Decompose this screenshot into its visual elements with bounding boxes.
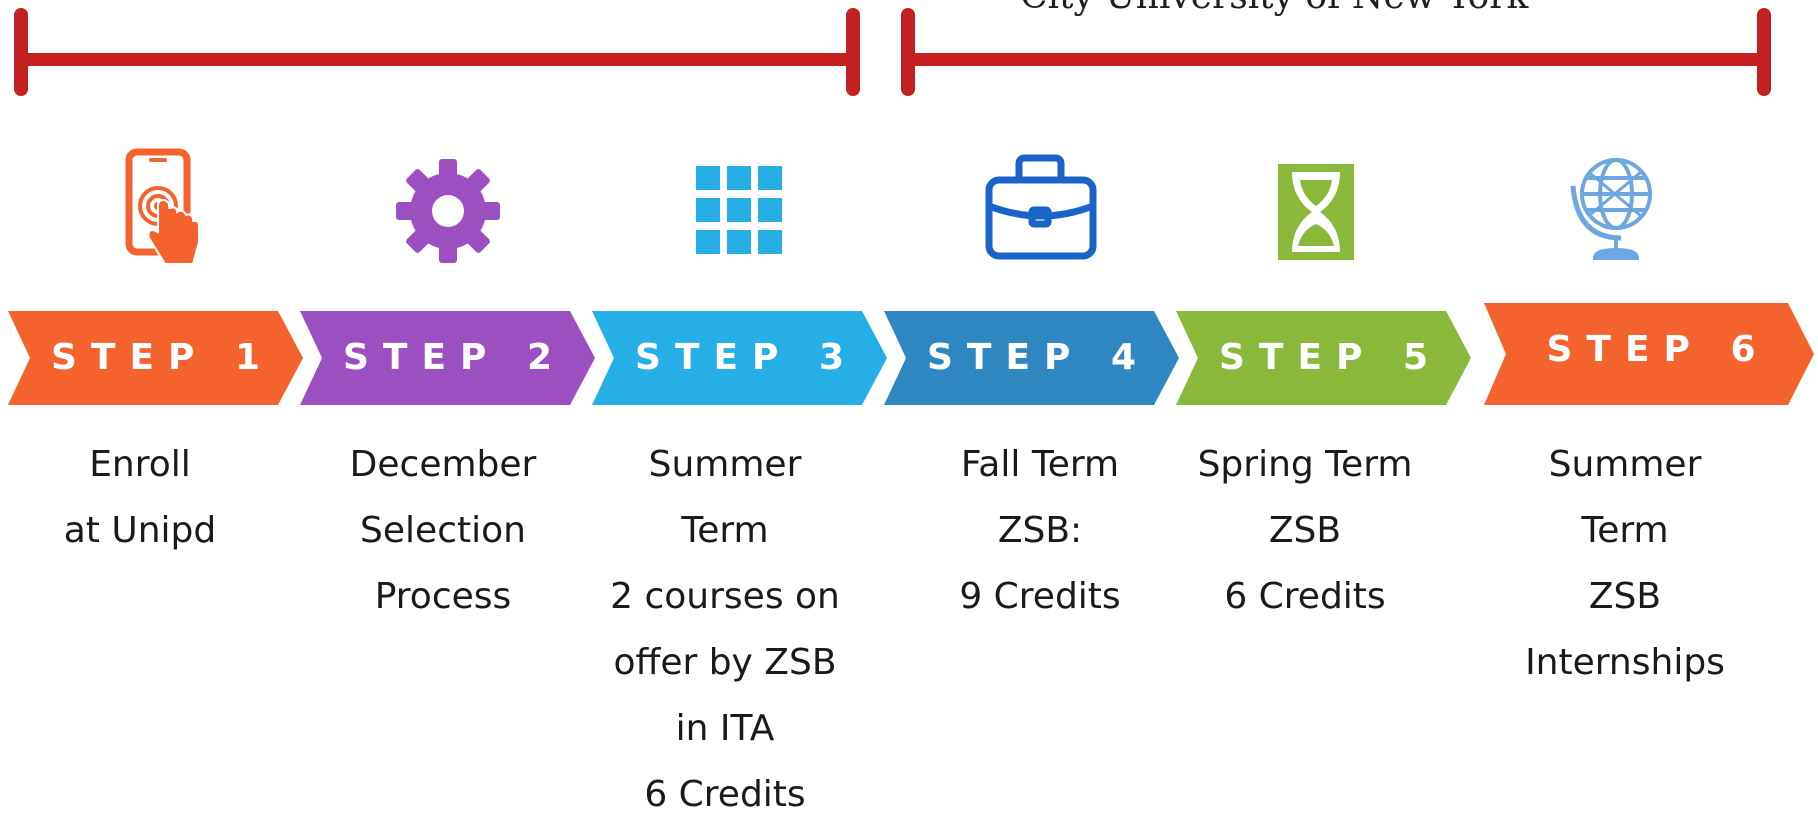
right-bracket (901, 8, 1771, 96)
step-2-line-3: Process (374, 576, 512, 617)
step-3-line-6: 6 Credits (644, 774, 806, 815)
step-2-label: STEP 2 (342, 337, 567, 378)
step-6-arrow: STEP 6 (1484, 303, 1818, 405)
step-5-description: Spring Term ZSB 6 Credits (1175, 432, 1435, 630)
step-5-line-3: 6 Credits (1224, 576, 1386, 617)
step-3-arrow: STEP 3 (592, 311, 887, 405)
step-2-arrow: STEP 2 (300, 311, 595, 405)
step-1-description: Enroll at Unipd (10, 432, 270, 564)
hourglass-icon (1250, 146, 1380, 276)
step-4-line-2: ZSB: (997, 510, 1083, 551)
step-6-line-1: Summer (1548, 444, 1702, 485)
step-6-line-3: ZSB (1588, 576, 1662, 617)
step-1-arrow: STEP 1 (8, 311, 303, 405)
step-2-line-1: December (349, 444, 537, 485)
step-6-line-2: Term (1581, 510, 1669, 551)
step-1-line-1: Enroll (89, 444, 191, 485)
gear-icon (383, 146, 513, 276)
step-5-line-2: ZSB (1268, 510, 1342, 551)
step-2-line-2: Selection (360, 510, 526, 551)
step-1-label: STEP 1 (50, 337, 275, 378)
left-bracket (14, 8, 860, 96)
step-3-line-3: 2 courses on (610, 576, 840, 617)
step-3-line-5: in ITA (675, 708, 775, 749)
step-6-label: STEP 6 (1546, 329, 1770, 370)
step-5-arrow: STEP 5 (1176, 311, 1471, 405)
step-2-description: December Selection Process (313, 432, 573, 630)
step-6-line-4: Internships (1525, 642, 1725, 683)
globe-icon (1551, 146, 1681, 276)
step-5-line-1: Spring Term (1197, 444, 1413, 485)
step-3-line-4: offer by ZSB (613, 642, 837, 683)
step-4-line-3: 9 Credits (959, 576, 1121, 617)
step-1-line-2: at Unipd (63, 510, 217, 551)
step-3-line-1: Summer (648, 444, 802, 485)
step-5-label: STEP 5 (1218, 337, 1443, 378)
step-6-description: Summer Term ZSB Internships (1495, 432, 1755, 696)
tablet-touch-icon (101, 146, 231, 276)
step-3-line-2: Term (681, 510, 769, 551)
cuny-label: City University of New York (1020, 0, 1528, 17)
step-4-arrow: STEP 4 (884, 311, 1179, 405)
step-4-label: STEP 4 (926, 337, 1151, 378)
grid-icon (674, 146, 804, 276)
step-4-line-1: Fall Term (960, 444, 1120, 485)
briefcase-icon (975, 146, 1105, 276)
step-4-description: Fall Term ZSB: 9 Credits (910, 432, 1170, 630)
step-3-label: STEP 3 (634, 337, 859, 378)
step-3-description: Summer Term 2 courses on offer by ZSB in… (595, 432, 855, 828)
